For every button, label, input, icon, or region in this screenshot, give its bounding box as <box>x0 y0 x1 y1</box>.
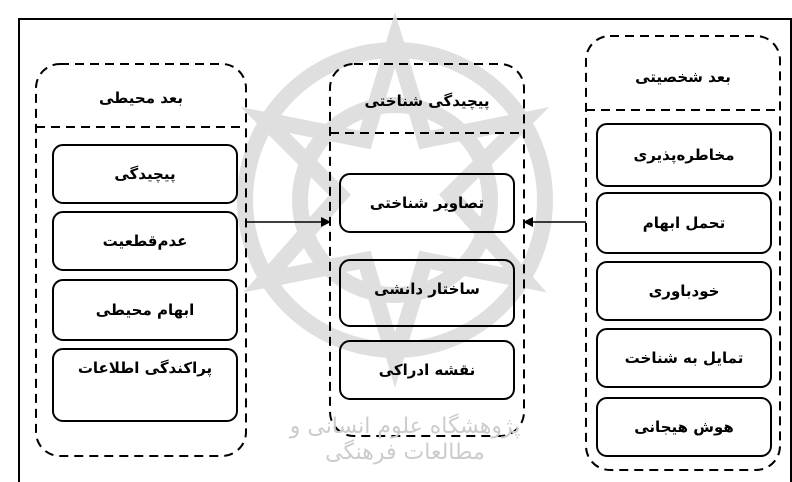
environmental-item-label: عدم‌قطعیت <box>102 232 188 250</box>
frame-left-line <box>18 18 20 482</box>
environmental-item-label: پیچیدگی <box>114 165 176 183</box>
personality-item-box <box>596 397 772 457</box>
personality-item-label: هوش هیجانی <box>634 418 734 436</box>
personality-item-box <box>596 192 772 254</box>
personality-item-label: خودباوری <box>648 282 720 300</box>
cognitive-complexity-container <box>329 63 525 437</box>
cognitive-item-box <box>339 173 515 233</box>
frame-right-line <box>790 18 792 482</box>
watermark-text: پژوهشگاه علوم انسانی و مطالعات فرهنگی <box>289 413 521 465</box>
environmental-item-box <box>52 144 238 204</box>
cognitive-item-box <box>339 340 515 400</box>
personality-item-box <box>596 328 772 388</box>
environmental-item-label: پراکندگی اطلاعات <box>77 359 213 377</box>
cognitive-item-box <box>339 259 515 327</box>
personality-item-label: تحمل ابهام <box>642 214 726 232</box>
environmental-item-box <box>52 211 238 271</box>
environmental-dimension-container <box>35 63 247 457</box>
cognitive-item-label: تصاویر شناختی <box>369 194 485 212</box>
personality-item-label: تمایل به شناخت <box>624 349 744 367</box>
environmental-item-label: ابهام محیطی <box>95 301 195 319</box>
cognitive-item-label: ساختار دانشی <box>374 280 480 298</box>
personality-dimension-container <box>585 35 781 471</box>
cognitive-item-label: نقشه ادراکی <box>378 361 476 379</box>
personality-item-box <box>596 261 772 321</box>
environmental-item-box <box>52 348 238 422</box>
personality-item-box <box>596 123 772 187</box>
personality-item-label: مخاطره‌پذیری <box>633 146 735 164</box>
environmental-item-box <box>52 279 238 341</box>
cognitive-complexity-title: پیچیدگی شناختی <box>364 92 490 110</box>
personality-dimension-title: بعد شخصیتی <box>635 68 731 86</box>
environmental-dimension-title: بعد محیطی <box>99 89 183 107</box>
frame-top-line <box>18 18 792 20</box>
